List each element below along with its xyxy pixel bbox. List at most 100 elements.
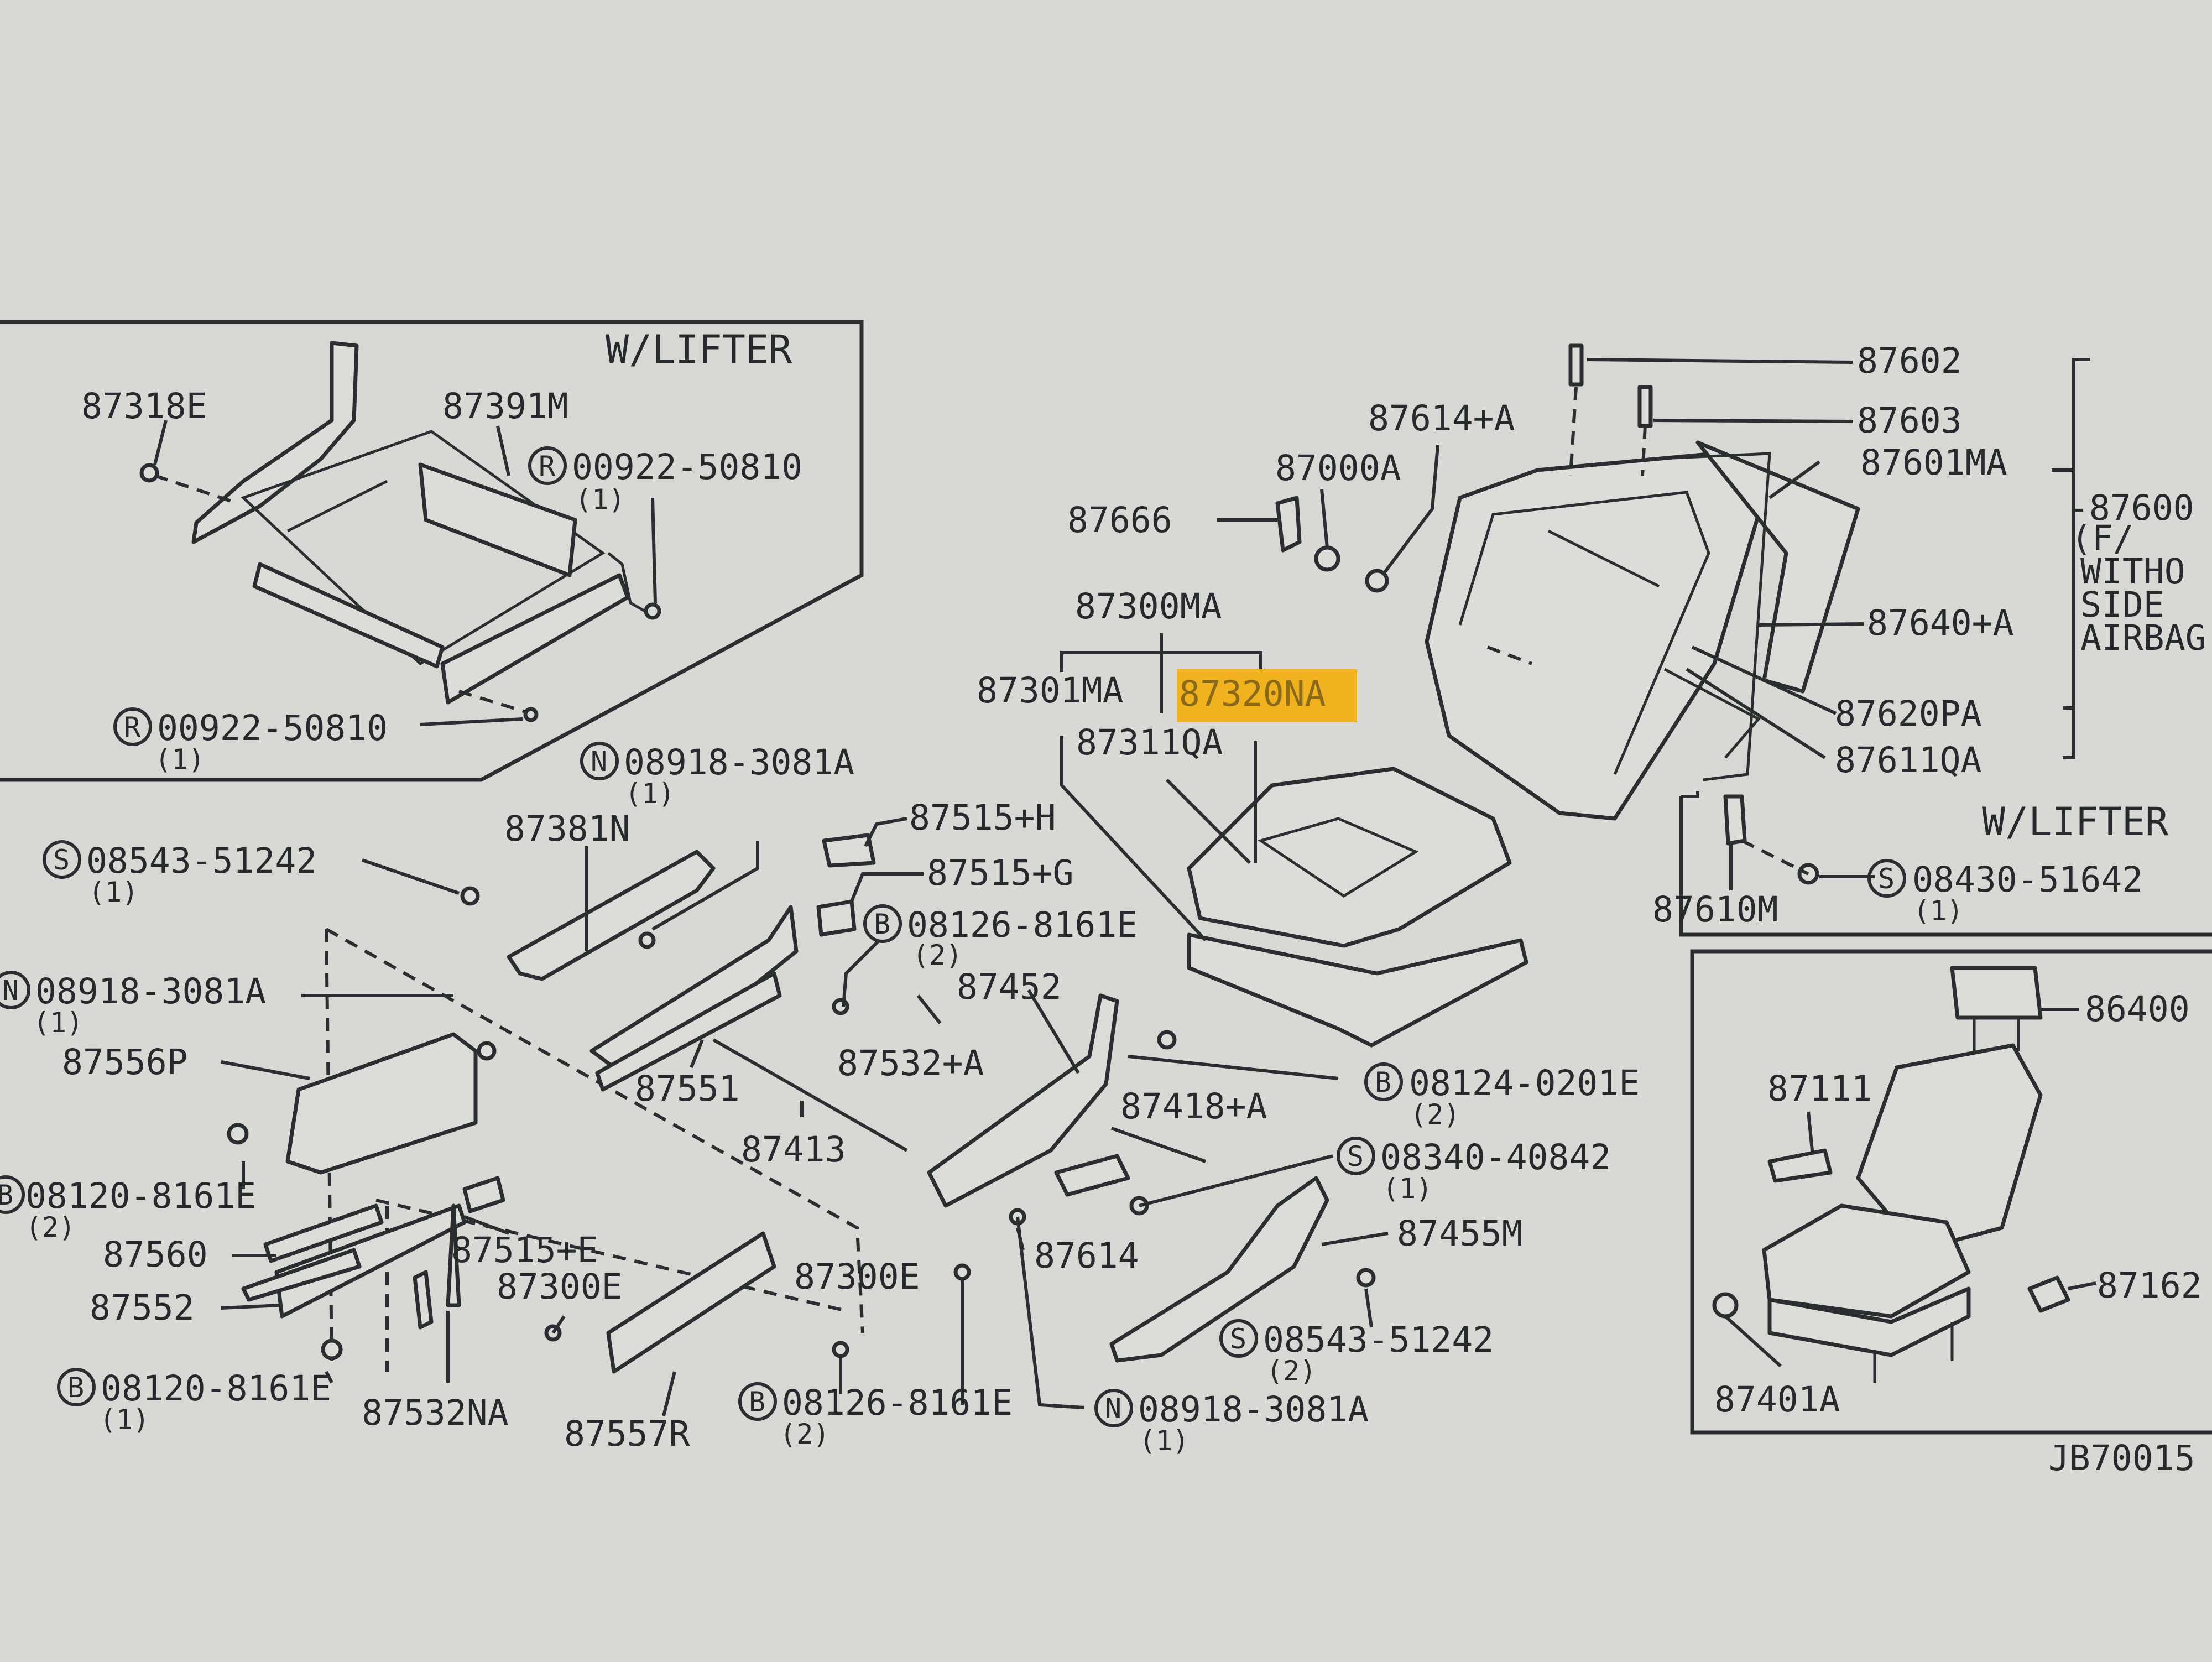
svg-text:S: S xyxy=(53,844,70,876)
side-note-4: SIDE xyxy=(2080,585,2164,625)
svg-text:N: N xyxy=(1105,1393,1121,1425)
label-08430-51642: 08430-51642 xyxy=(1912,859,2143,900)
label-87401A: 87401A xyxy=(1714,1379,1840,1420)
label-87300MA: 87300MA xyxy=(1075,586,1222,627)
label-08918-3081A-bottom: 08918-3081A xyxy=(1138,1389,1369,1430)
drawing-id: JB70015 xyxy=(2048,1438,2195,1478)
svg-text:B: B xyxy=(67,1372,84,1404)
seat-back-group: 87602 87603 87601MA 87640+A 87620PA 8761… xyxy=(1067,341,2206,821)
label-87532A: 87532+A xyxy=(837,1043,984,1083)
label-87515E: 87515+E xyxy=(451,1230,598,1270)
label-08120-8161E-mid: 08120-8161E xyxy=(25,1176,256,1216)
label-87560: 87560 xyxy=(103,1234,208,1275)
label-87320NA[interactable]: 87320NA xyxy=(1179,674,1326,714)
label-87552: 87552 xyxy=(90,1288,195,1328)
label-87610M: 87610M xyxy=(1652,889,1778,930)
b-marker-icon xyxy=(863,904,902,943)
rail-left-shape xyxy=(285,1032,478,1175)
label-08340-40842: 08340-40842 xyxy=(1380,1137,1611,1178)
label-87601MA: 87601MA xyxy=(1860,442,2007,483)
lifter-bracket-shape xyxy=(191,341,359,544)
label-87532NA: 87532NA xyxy=(362,1393,509,1433)
n-marker-icon xyxy=(1094,1389,1133,1427)
label-87301MA: 87301MA xyxy=(977,670,1124,711)
b-marker-icon xyxy=(738,1382,777,1421)
svg-text:(1): (1) xyxy=(88,876,138,908)
svg-text:S: S xyxy=(1878,863,1895,895)
svg-text:S: S xyxy=(1347,1140,1364,1173)
label-87603: 87603 xyxy=(1857,400,1962,441)
svg-text:B: B xyxy=(1375,1066,1391,1098)
svg-text:S: S xyxy=(1230,1323,1246,1355)
lifter-inset-top: W/LIFTER 87318E 87391M R 00922-50810 (1)… xyxy=(0,320,864,782)
side-note-3: WITHO xyxy=(2080,551,2185,592)
label-08543-51242-top: 08543-51242 xyxy=(86,841,317,881)
highlight-87320NA xyxy=(1177,669,1357,722)
label-08126-8161E-top: 08126-8161E xyxy=(907,905,1138,945)
svg-text:R: R xyxy=(124,711,141,743)
svg-text:(2): (2) xyxy=(912,939,962,971)
label-87455M: 87455M xyxy=(1397,1213,1523,1254)
s-marker-icon xyxy=(1337,1137,1375,1175)
label-00922-50810-bottom: 00922-50810 xyxy=(157,708,388,748)
s-marker-icon xyxy=(1867,859,1906,898)
label-87162: 87162 xyxy=(2097,1265,2202,1306)
label-87515H: 87515+H xyxy=(909,798,1056,838)
svg-text:(2): (2) xyxy=(1266,1355,1316,1387)
label-87452: 87452 xyxy=(957,967,1062,1007)
svg-text:(1): (1) xyxy=(1383,1173,1432,1205)
seat-cushion-group: 87300MA 87301MA 87320NA 87311QA xyxy=(977,586,1528,1048)
svg-text:R: R xyxy=(539,450,556,482)
label-00922-50810-top: 00922-50810 xyxy=(572,447,802,487)
label-87611QA: 87611QA xyxy=(1835,740,1982,780)
label-86400: 86400 xyxy=(2085,989,2190,1029)
svg-text:(2): (2) xyxy=(1410,1098,1460,1130)
r-marker-icon xyxy=(528,446,567,485)
s-marker-icon xyxy=(1219,1319,1258,1358)
label-87556P: 87556P xyxy=(62,1042,188,1082)
label-87300E-left: 87300E xyxy=(497,1267,623,1307)
svg-text:B: B xyxy=(0,1179,13,1211)
svg-text:(2): (2) xyxy=(780,1418,830,1450)
b-marker-icon xyxy=(1364,1062,1403,1101)
label-87111: 87111 xyxy=(1767,1069,1872,1109)
svg-text:(1): (1) xyxy=(1139,1425,1189,1457)
b-marker-icon xyxy=(57,1368,96,1406)
n-marker-icon xyxy=(580,742,619,780)
label-08120-8161E-bottom: 08120-8161E xyxy=(101,1368,331,1409)
svg-text:B: B xyxy=(749,1386,765,1418)
svg-text:(1): (1) xyxy=(575,483,625,515)
seat-frame-group: N 08918-3081A (1) 87381N S 08543-51242 (… xyxy=(0,742,1640,1457)
label-08543-51242-bottom: 08543-51242 xyxy=(1263,1320,1494,1360)
seat-cushion-shape xyxy=(1187,767,1512,948)
rail-cover-shape xyxy=(606,1231,776,1374)
svg-text:(1): (1) xyxy=(33,1007,83,1039)
lifter-right-title: W/LIFTER xyxy=(1982,799,2169,845)
lifter-top-title: W/LIFTER xyxy=(606,327,792,372)
svg-text:B: B xyxy=(874,908,890,940)
s-marker-icon xyxy=(43,840,81,879)
label-08126-8161E-bottom: 08126-8161E xyxy=(782,1383,1013,1423)
label-87602: 87602 xyxy=(1857,341,1962,381)
r-marker-icon xyxy=(113,707,152,746)
side-cover-shape xyxy=(1109,1176,1329,1363)
label-87381N: 87381N xyxy=(504,809,630,849)
seat-back-shape xyxy=(1425,451,1761,821)
label-87413: 87413 xyxy=(741,1129,846,1170)
label-87614: 87614 xyxy=(1034,1236,1139,1276)
label-87318E: 87318E xyxy=(81,386,207,426)
label-87391M: 87391M xyxy=(442,386,568,426)
svg-text:(1): (1) xyxy=(155,743,205,775)
n-marker-icon xyxy=(0,971,30,1009)
label-87311QA: 87311QA xyxy=(1076,722,1223,763)
side-note-1: -87600 xyxy=(2068,488,2194,528)
label-87551: 87551 xyxy=(635,1069,740,1109)
lifter-inset-right: W/LIFTER S 08430-51642 (1) 87610M xyxy=(1652,791,2212,937)
svg-text:(1): (1) xyxy=(625,778,675,810)
label-87418A: 87418+A xyxy=(1120,1086,1267,1127)
label-87557R: 87557R xyxy=(564,1414,690,1454)
seat-assembly-inset: 86400 87111 87162 87401A JB70015 xyxy=(1690,949,2212,1478)
